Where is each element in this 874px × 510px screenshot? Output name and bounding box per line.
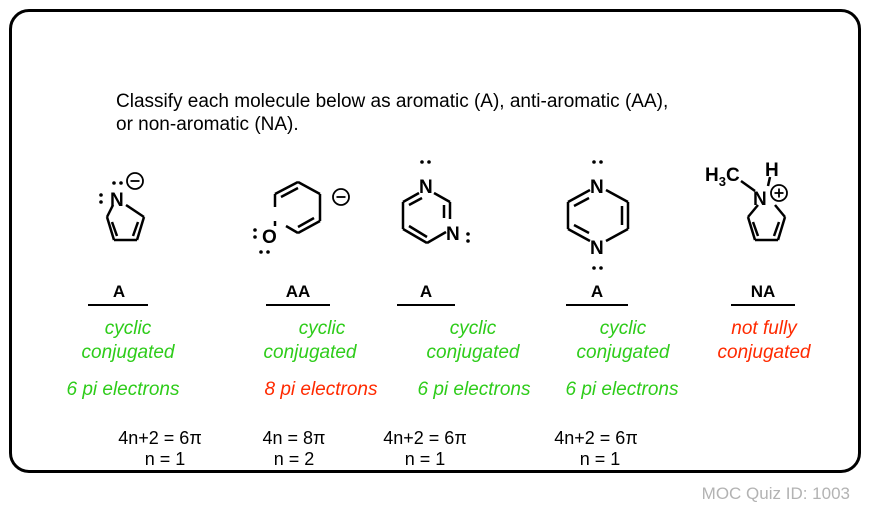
- answer-label: AA: [285, 282, 311, 301]
- methyl-h: H: [705, 165, 719, 186]
- atom-n1-pyrimidine: N: [419, 177, 433, 198]
- lone-pair-dots: [420, 160, 470, 243]
- huckel-rule: 4n = 8π: [262, 428, 326, 448]
- molecule-pyrrolide-anion: [105, 203, 146, 242]
- n-value: n = 2: [273, 449, 315, 469]
- electron-count: 6 pi electrons: [417, 379, 531, 400]
- negative-charge-icon: [126, 172, 144, 190]
- molecule-pyrazine: [566, 188, 630, 243]
- methyl-group-label: H3C: [705, 165, 740, 189]
- lone-pair-dots: [592, 160, 603, 270]
- electron-count: 6 pi electrons: [66, 379, 180, 400]
- answer-underline: [731, 304, 795, 306]
- reason-conjugated: conjugated: [263, 342, 357, 363]
- atom-n1-pyrazine: N: [590, 177, 604, 198]
- atom-n2-pyrazine: N: [590, 238, 604, 259]
- answer-underline: [566, 304, 628, 306]
- answer-underline: [397, 304, 455, 306]
- electron-count: 6 pi electrons: [565, 379, 679, 400]
- prompt-line-2: or non-aromatic (NA).: [116, 114, 299, 135]
- electron-count: 8 pi electrons: [264, 379, 378, 400]
- reason-conjugated: conjugated: [81, 342, 175, 363]
- answer-label: A: [590, 282, 604, 301]
- answer-underline: [88, 304, 148, 306]
- answer-label: A: [419, 282, 433, 301]
- reason-not-fully: not fully: [731, 318, 797, 339]
- reason-cyclic: cyclic: [599, 318, 647, 339]
- reason-conjugated: conjugated: [426, 342, 520, 363]
- molecule-pyranyl-anion: [273, 180, 322, 235]
- negative-charge-icon: [332, 188, 350, 206]
- answer-label: A: [112, 282, 126, 301]
- n-value: n = 1: [579, 449, 621, 469]
- positive-charge-icon: [770, 184, 788, 202]
- reason-cyclic: cyclic: [449, 318, 497, 339]
- reason-cyclic: cyclic: [104, 318, 152, 339]
- molecule-pyrimidine: [401, 191, 452, 245]
- methyl-c: C: [726, 165, 740, 186]
- atom-o-pyranyl: O: [262, 227, 277, 248]
- quiz-card: [9, 9, 861, 473]
- atom-n-pyrrolide: N: [110, 190, 124, 211]
- molecule-n-methylpyrrolium: [740, 176, 787, 242]
- lone-pair-dots: [99, 181, 123, 204]
- reason-conjugated: conjugated: [717, 342, 811, 363]
- prompt-line-1: Classify each molecule below as aromatic…: [116, 91, 669, 112]
- quiz-id-label: MOC Quiz ID: 1003: [701, 484, 850, 503]
- huckel-rule: 4n+2 = 6π: [383, 428, 467, 448]
- n-value: n = 1: [144, 449, 186, 469]
- n-value: n = 1: [404, 449, 446, 469]
- atom-h-on-n: H: [765, 160, 779, 181]
- atom-n-pyrrolium: N: [753, 189, 767, 210]
- methyl-subscript: 3: [719, 174, 726, 189]
- lone-pair-dots: [253, 228, 270, 254]
- answer-label: NA: [750, 282, 776, 301]
- huckel-rule: 4n+2 = 6π: [554, 428, 638, 448]
- atom-n2-pyrimidine: N: [446, 224, 460, 245]
- huckel-rule: 4n+2 = 6π: [118, 428, 202, 448]
- reason-cyclic: cyclic: [298, 318, 346, 339]
- question-prompt: Classify each molecule below as aromatic…: [116, 90, 668, 136]
- answer-underline: [266, 304, 330, 306]
- reason-conjugated: conjugated: [576, 342, 670, 363]
